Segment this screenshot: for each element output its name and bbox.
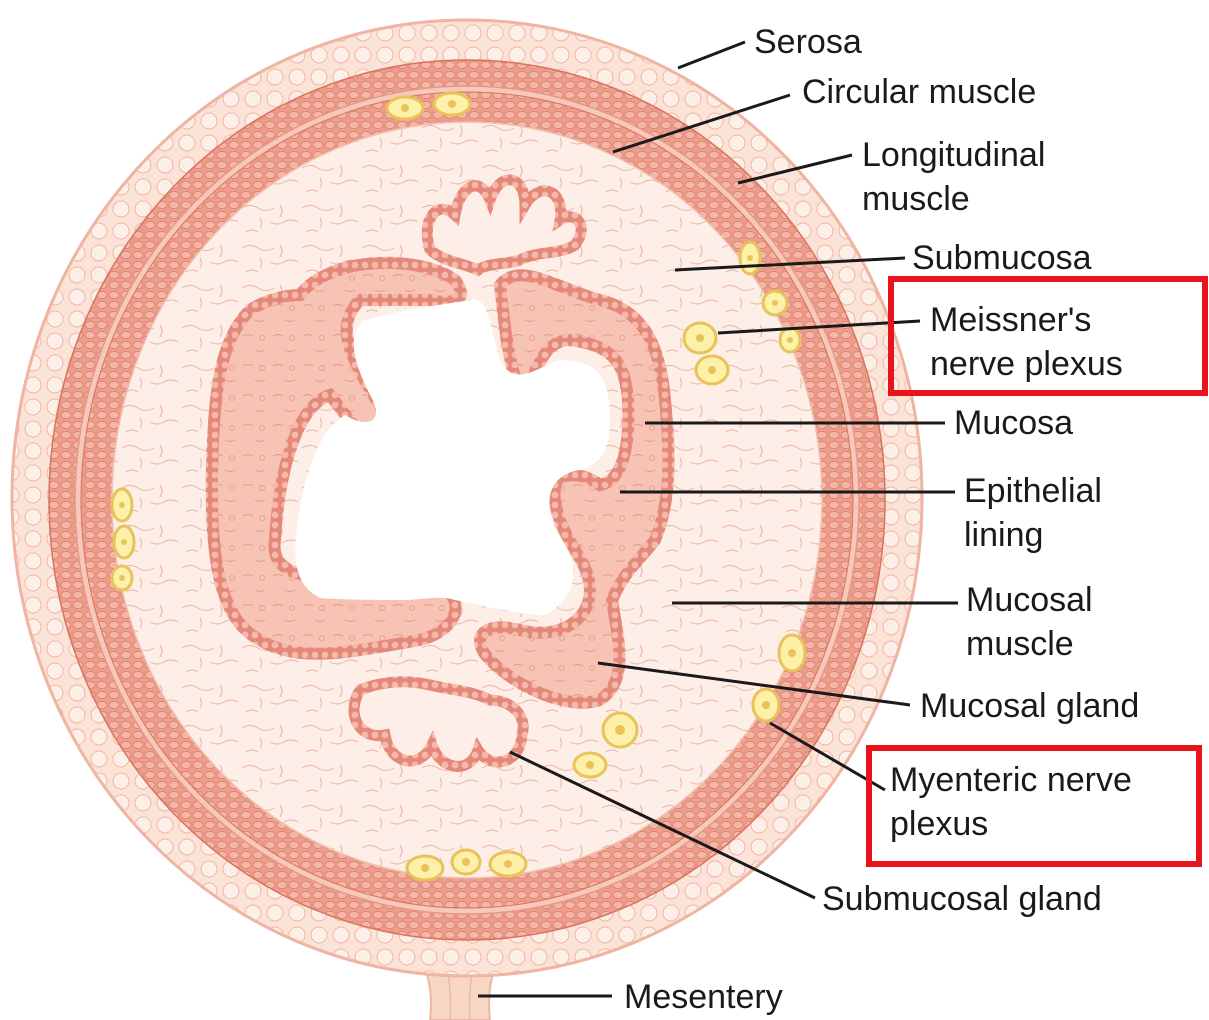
label-submucosal-gland: Submucosal gland <box>822 877 1102 921</box>
label-mucosal-muscle: Mucosal muscle <box>966 578 1093 666</box>
label-mesentery: Mesentery <box>624 975 783 1019</box>
highlight-box-myenteric <box>866 745 1202 867</box>
highlight-box-meissner <box>888 276 1208 396</box>
label-longitudinal-muscle: Longitudinal muscle <box>862 133 1045 221</box>
label-mucosal-gland: Mucosal gland <box>920 684 1139 728</box>
label-circular-muscle: Circular muscle <box>802 70 1036 114</box>
label-epithelial-lining: Epithelial lining <box>964 469 1102 557</box>
label-mucosa: Mucosa <box>954 401 1073 445</box>
label-serosa: Serosa <box>754 20 862 64</box>
label-submucosa: Submucosa <box>912 236 1092 280</box>
leader-serosa <box>678 42 745 68</box>
